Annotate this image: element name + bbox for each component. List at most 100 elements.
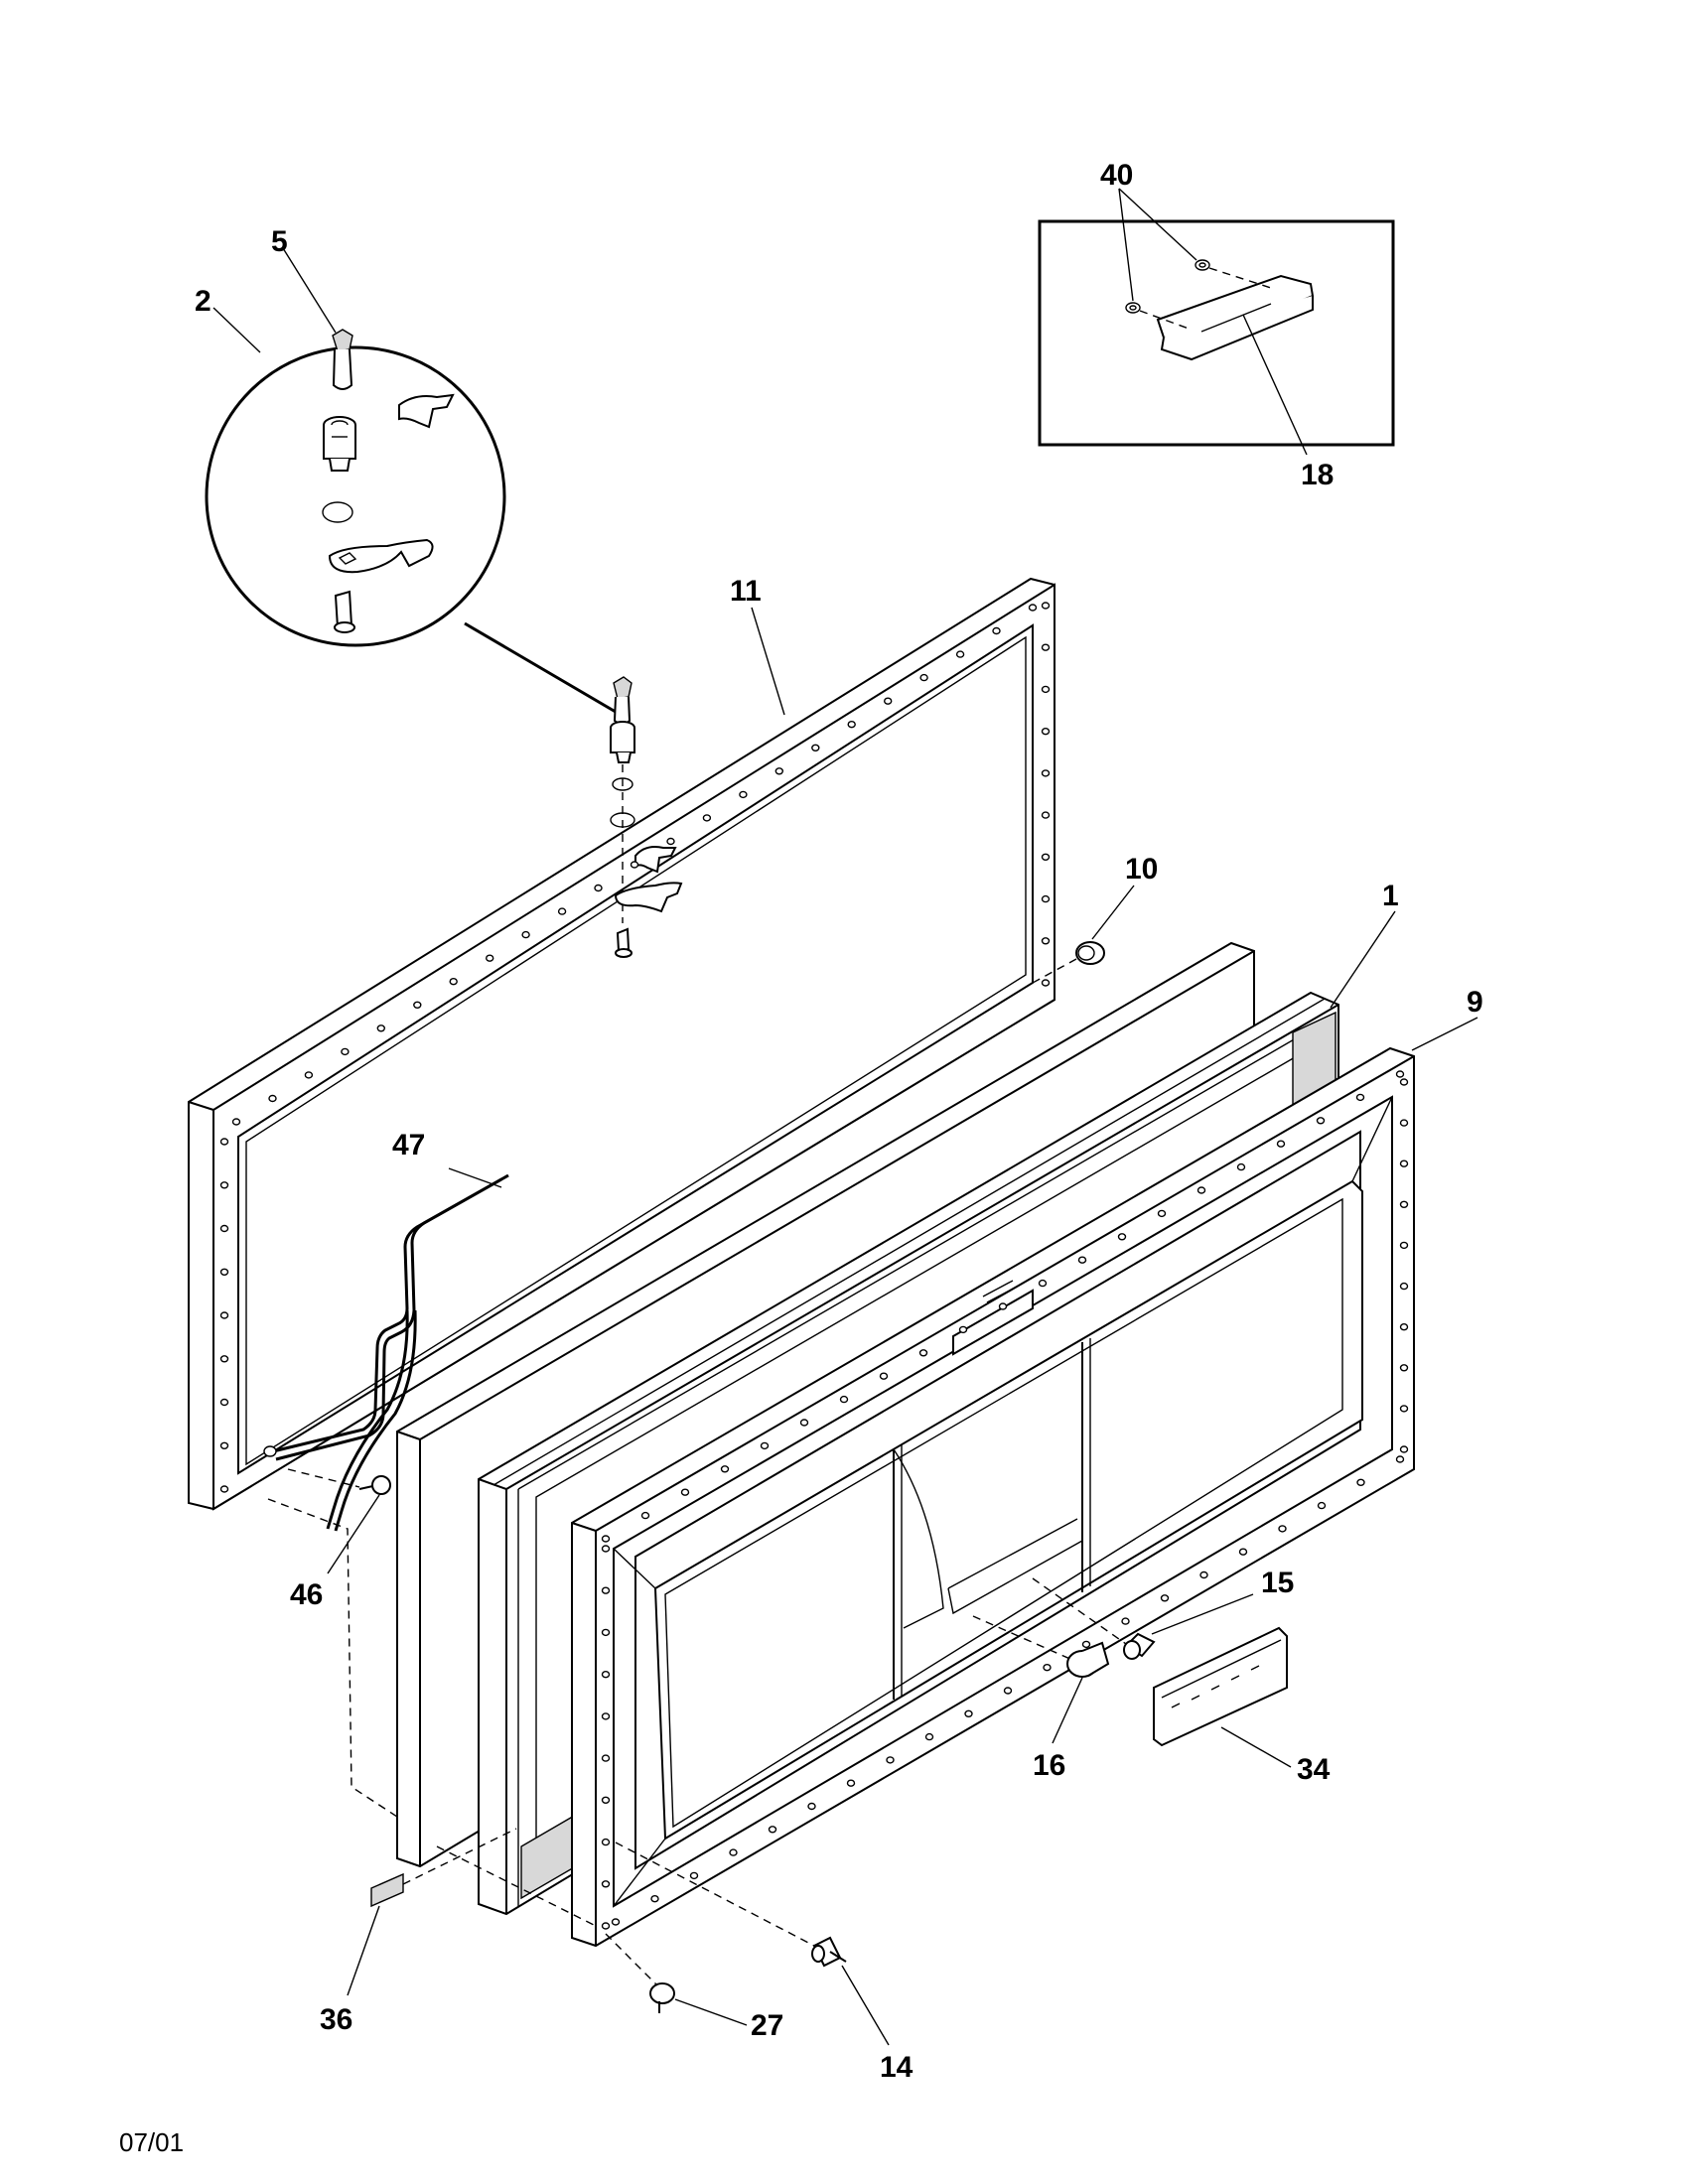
- part-27: [605, 1933, 675, 2013]
- rivet-hole: [1160, 1594, 1170, 1602]
- rivet-hole: [601, 1838, 611, 1846]
- rivet-hole: [304, 1071, 314, 1079]
- rivet-hole: [1041, 685, 1051, 694]
- part-46-screw: [287, 1468, 391, 1495]
- rivet-hole: [219, 1441, 229, 1450]
- rivet-hole: [1199, 1570, 1208, 1579]
- rivet-hole: [1041, 979, 1051, 987]
- rivet-hole: [1081, 1640, 1091, 1649]
- rivet-hole: [884, 697, 893, 705]
- date-code: 07/01: [119, 2127, 184, 2157]
- screw-40-a: [1195, 259, 1210, 271]
- rivet-hole: [1041, 894, 1051, 903]
- rivet-hole: [449, 978, 458, 986]
- alignment-line-left: [267, 1498, 398, 1818]
- rivet-hole: [601, 1586, 611, 1594]
- callout-1: 1: [1382, 880, 1399, 912]
- rivet-hole: [1276, 1140, 1286, 1148]
- part-36: [370, 1828, 517, 1908]
- rivet-hole: [650, 1894, 659, 1903]
- part-15: [1032, 1577, 1156, 1660]
- rivet-hole: [1043, 1663, 1052, 1672]
- rivet-hole: [886, 1756, 895, 1764]
- part-34-trim: [1153, 1626, 1288, 1747]
- rivet-hole: [219, 1355, 229, 1363]
- rivet-hole: [720, 1465, 730, 1473]
- callout-11: 11: [730, 575, 762, 608]
- callout-47: 47: [392, 1129, 425, 1161]
- rivet-hole: [231, 1118, 241, 1126]
- callout-10: 10: [1125, 853, 1158, 886]
- rivet-hole: [1399, 1200, 1409, 1209]
- rivet-hole: [611, 1918, 621, 1926]
- rivet-hole: [739, 790, 748, 799]
- rivet-hole: [630, 861, 639, 869]
- rivet-hole: [1041, 937, 1051, 945]
- rivet-hole: [219, 1181, 229, 1189]
- rivet-hole: [219, 1138, 229, 1146]
- rivet-hole: [268, 1094, 277, 1103]
- rivet-hole: [640, 1511, 650, 1520]
- rivet-hole: [680, 1488, 690, 1496]
- handle-inset: [1038, 188, 1395, 456]
- rivet-hole: [1399, 1119, 1409, 1127]
- rivet-hole: [219, 1268, 229, 1277]
- rivet-hole: [1356, 1478, 1365, 1487]
- rivet-hole: [1399, 1078, 1409, 1086]
- callout-16: 16: [1033, 1749, 1065, 1782]
- rivet-hole: [702, 814, 712, 822]
- callout-36: 36: [320, 2003, 352, 2036]
- rivet-hole: [1399, 1364, 1409, 1372]
- rivet-hole: [219, 1398, 229, 1407]
- outer-door-panel-9: [571, 1046, 1415, 1948]
- rivet-hole: [955, 650, 965, 658]
- rivet-hole: [1238, 1548, 1248, 1556]
- rivet-hole: [601, 1712, 611, 1720]
- rivet-hole: [341, 1047, 350, 1056]
- callout-40: 40: [1100, 159, 1133, 192]
- rivet-hole: [666, 837, 675, 846]
- callout-5: 5: [271, 225, 288, 258]
- rivet-hole: [918, 1349, 928, 1357]
- rivet-hole: [601, 1545, 611, 1553]
- rivet-hole: [846, 1779, 856, 1787]
- callout-14: 14: [880, 2051, 914, 2084]
- handle-part-18: [1156, 274, 1315, 361]
- rivet-hole: [219, 1485, 229, 1493]
- rivet-hole: [601, 1922, 611, 1930]
- rivet-hole: [376, 1024, 385, 1032]
- rivet-hole: [1317, 1501, 1327, 1510]
- rivet-hole: [521, 930, 530, 939]
- lock-key-5: [332, 329, 353, 390]
- callout-34: 34: [1297, 1753, 1331, 1786]
- rivet-hole: [774, 767, 783, 775]
- callout-15: 15: [1261, 1567, 1294, 1599]
- lock-cylinder: [323, 416, 356, 472]
- leader-lines: [212, 247, 1478, 2046]
- rivet-hole: [919, 673, 928, 682]
- rivet-hole: [992, 626, 1001, 635]
- rivet-hole: [1236, 1162, 1246, 1171]
- rivet-hole: [1041, 643, 1051, 651]
- rivet-hole: [601, 1880, 611, 1888]
- rivet-hole: [811, 744, 820, 751]
- rivet-hole: [729, 1848, 738, 1856]
- rivet-hole: [1395, 1455, 1405, 1463]
- callout-2: 2: [195, 285, 211, 318]
- rivet-hole: [1117, 1233, 1127, 1241]
- rivet-hole: [879, 1372, 889, 1380]
- rivet-hole: [1041, 811, 1051, 819]
- panel-9-holes: [601, 1070, 1409, 1930]
- callout-18: 18: [1301, 459, 1334, 491]
- rivet-hole: [958, 1325, 968, 1334]
- heater-wire-47: [263, 1173, 509, 1532]
- rivet-hole: [1003, 1687, 1013, 1695]
- rivet-hole: [964, 1709, 973, 1718]
- rivet-hole: [1395, 1070, 1405, 1078]
- rivet-hole: [219, 1311, 229, 1319]
- rivet-hole: [839, 1395, 849, 1404]
- rivet-hole: [998, 1302, 1008, 1310]
- rivet-hole: [1121, 1617, 1130, 1625]
- lock-assembly-on-panel: [610, 676, 683, 958]
- rivet-hole: [1399, 1445, 1409, 1453]
